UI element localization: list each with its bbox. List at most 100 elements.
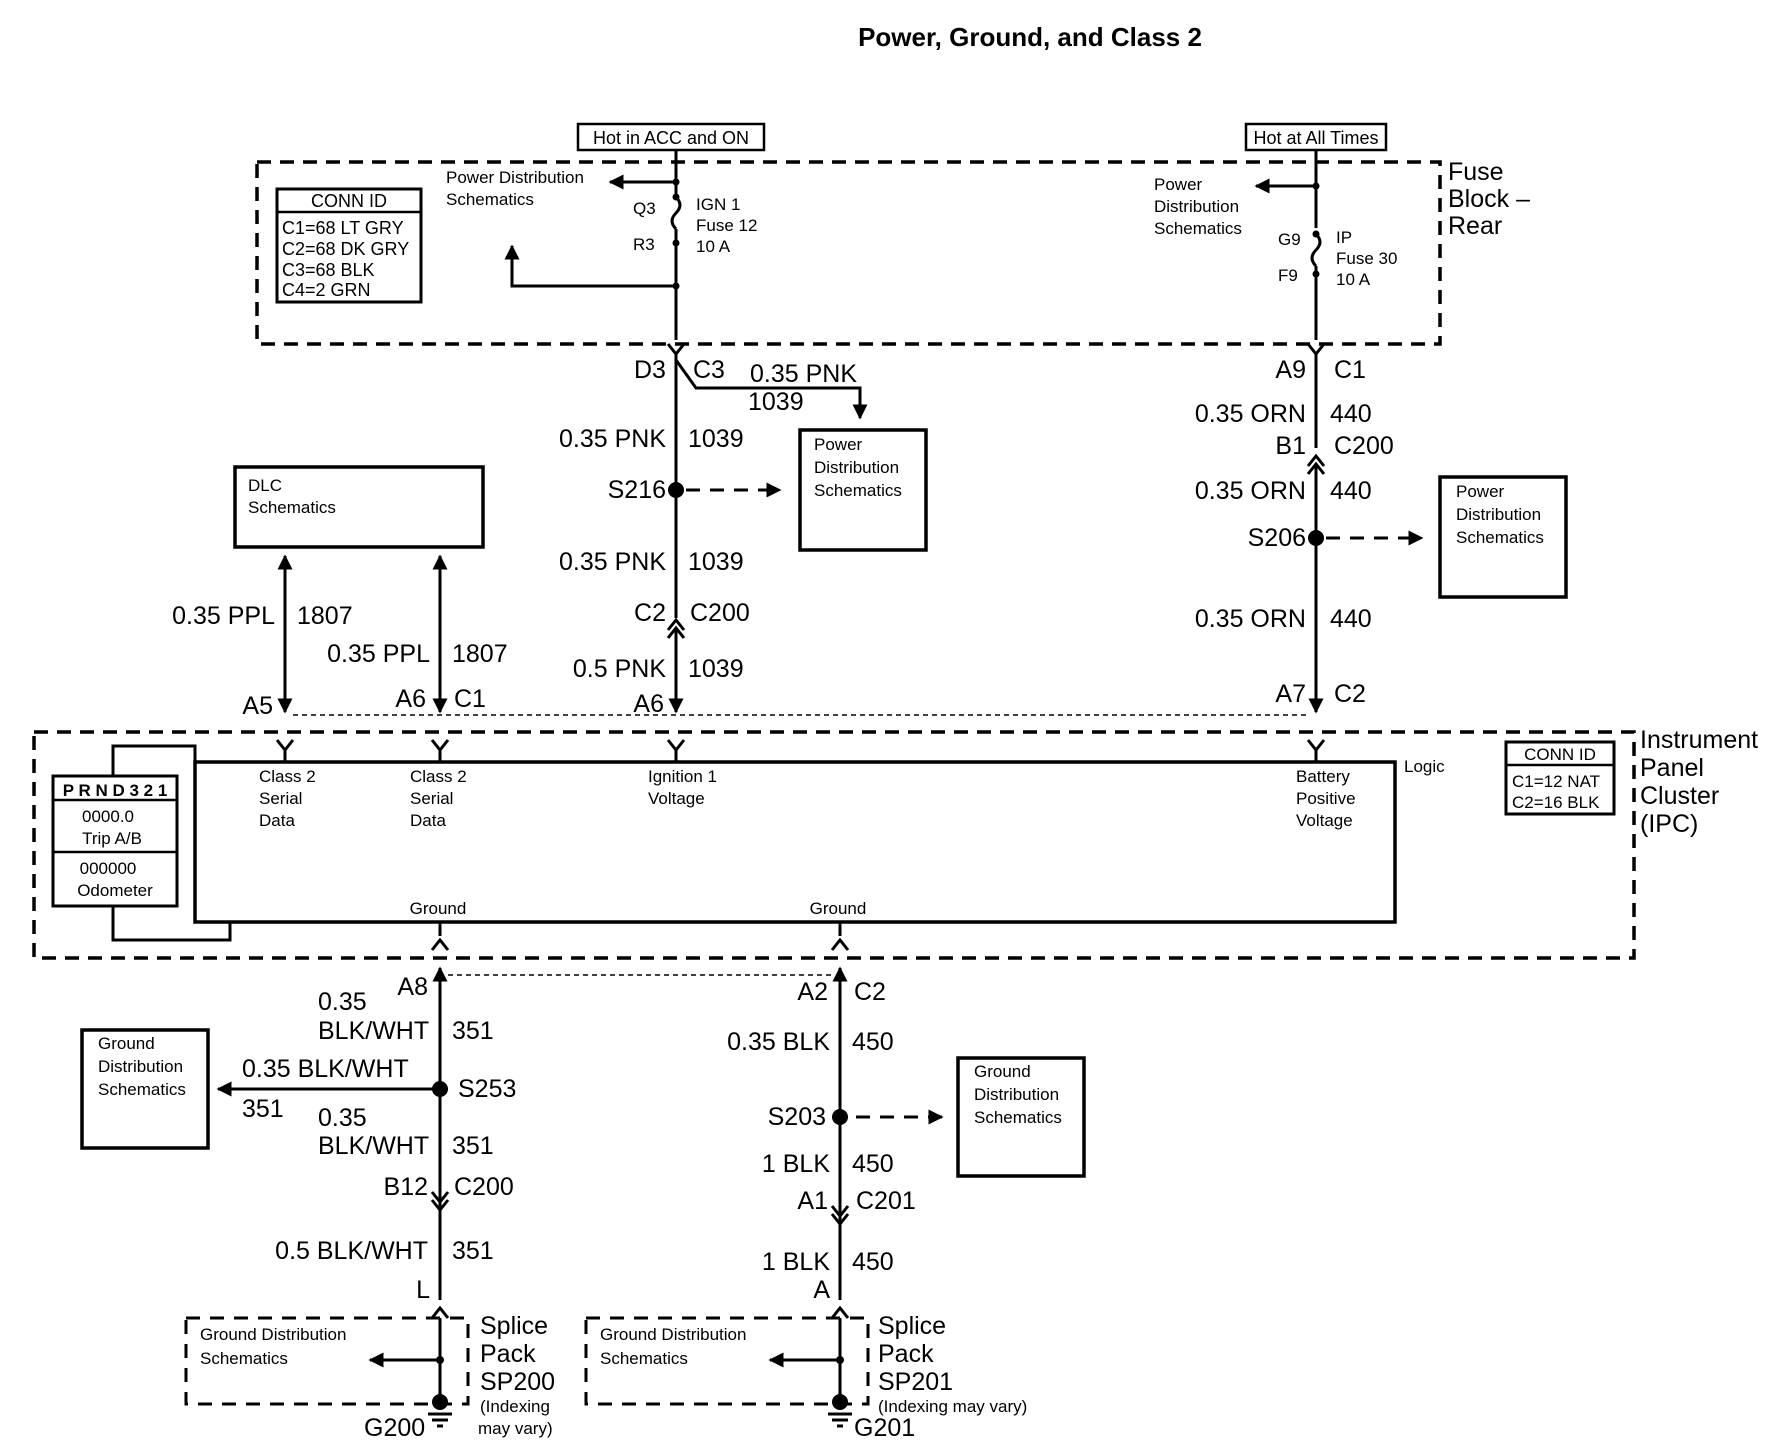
- svg-text:Panel: Panel: [1640, 754, 1704, 782]
- svg-text:(Indexing may vary): (Indexing may vary): [878, 1397, 1027, 1416]
- svg-text:IP: IP: [1336, 228, 1352, 247]
- svg-text:A1: A1: [797, 1187, 828, 1215]
- svg-text:Ground: Ground: [974, 1062, 1031, 1081]
- conn-id-ipc: CONN ID C1=12 NAT C2=16 BLK: [1504, 740, 1616, 816]
- svg-text:450: 450: [852, 1150, 894, 1178]
- svg-text:C200: C200: [1334, 432, 1394, 460]
- svg-text:450: 450: [852, 1028, 894, 1056]
- svg-text:S216: S216: [608, 476, 666, 504]
- svg-text:Schematics: Schematics: [1456, 528, 1544, 547]
- svg-text:L: L: [416, 1276, 430, 1304]
- svg-text:0.5 PNK: 0.5 PNK: [573, 655, 666, 683]
- svg-text:A9: A9: [1275, 356, 1306, 384]
- svg-text:Fuse 30: Fuse 30: [1336, 249, 1397, 268]
- svg-text:0.35 ORN: 0.35 ORN: [1195, 477, 1306, 505]
- svg-text:440: 440: [1330, 400, 1372, 428]
- svg-text:Trip A/B: Trip A/B: [82, 829, 142, 848]
- power-dist-box-1: Power Distribution Schematics: [798, 428, 928, 552]
- svg-text:Ground Distribution: Ground Distribution: [600, 1325, 746, 1344]
- svg-text:Hot in ACC and ON: Hot in ACC and ON: [593, 128, 749, 148]
- svg-text:C2=68 DK GRY: C2=68 DK GRY: [282, 239, 409, 259]
- svg-text:Splice: Splice: [480, 1312, 548, 1340]
- ipc-input-connectors: [275, 739, 1326, 762]
- svg-text:B12: B12: [384, 1173, 428, 1201]
- svg-text:BLK/WHT: BLK/WHT: [318, 1017, 429, 1045]
- svg-text:Schematics: Schematics: [446, 190, 534, 209]
- svg-text:D3: D3: [634, 356, 666, 384]
- svg-text:C1: C1: [1334, 356, 1366, 384]
- svg-text:C2=16 BLK: C2=16 BLK: [1512, 793, 1600, 812]
- svg-text:Class 2: Class 2: [259, 767, 316, 786]
- page-title: Power, Ground, and Class 2: [858, 22, 1202, 52]
- svg-text:Schematics: Schematics: [248, 498, 336, 517]
- ign1-fuse-circuit: Q3 R3 IGN 1 Fuse 12 10 A: [504, 160, 757, 340]
- svg-text:A5: A5: [242, 692, 273, 720]
- svg-text:Splice: Splice: [878, 1312, 946, 1340]
- svg-text:C1=12 NAT: C1=12 NAT: [1512, 772, 1600, 791]
- fuse-block-outline: [255, 160, 1442, 346]
- ipc-ignition-input: Ignition 1 Voltage: [648, 767, 717, 808]
- svg-text:Data: Data: [259, 811, 295, 830]
- svg-text:G200: G200: [364, 1414, 425, 1442]
- svg-text:A8: A8: [397, 973, 428, 1001]
- svg-text:0.35 PPL: 0.35 PPL: [327, 640, 430, 668]
- svg-text:R3: R3: [633, 235, 655, 254]
- svg-text:Ground: Ground: [98, 1034, 155, 1053]
- svg-text:Odometer: Odometer: [77, 881, 153, 900]
- svg-text:0.35 PPL: 0.35 PPL: [172, 602, 275, 630]
- svg-text:A6: A6: [633, 690, 664, 718]
- svg-text:440: 440: [1330, 605, 1372, 633]
- power-dist-top-left: Power Distribution Schematics: [446, 168, 584, 209]
- svg-text:0000.0: 0000.0: [82, 807, 134, 826]
- svg-text:Voltage: Voltage: [648, 789, 705, 808]
- ipc-battery-input: Battery Positive Voltage: [1296, 767, 1356, 830]
- svg-text:G201: G201: [854, 1414, 915, 1442]
- svg-text:351: 351: [452, 1237, 494, 1265]
- svg-text:SP200: SP200: [480, 1368, 555, 1396]
- svg-text:Cluster: Cluster: [1640, 782, 1719, 810]
- svg-text:Distribution: Distribution: [814, 458, 899, 477]
- svg-text:Class 2: Class 2: [410, 767, 467, 786]
- svg-text:351: 351: [452, 1017, 494, 1045]
- svg-text:351: 351: [242, 1095, 284, 1123]
- svg-text:A7: A7: [1275, 680, 1306, 708]
- svg-text:Battery: Battery: [1296, 767, 1350, 786]
- svg-text:Serial: Serial: [410, 789, 453, 808]
- svg-text:10 A: 10 A: [696, 237, 731, 256]
- svg-text:F9: F9: [1278, 266, 1298, 285]
- svg-text:000000: 000000: [80, 859, 137, 878]
- svg-text:Schematics: Schematics: [814, 481, 902, 500]
- svg-text:CONN ID: CONN ID: [311, 191, 387, 211]
- svg-text:C2: C2: [634, 599, 666, 627]
- ipc-ground-label-2: Ground: [810, 899, 867, 918]
- svg-text:S203: S203: [768, 1103, 826, 1131]
- svg-text:1039: 1039: [688, 425, 744, 453]
- svg-text:Fuse 12: Fuse 12: [696, 216, 757, 235]
- svg-text:1807: 1807: [297, 602, 353, 630]
- ipc-ground-label-1: Ground: [410, 899, 467, 918]
- svg-text:0.35 PNK: 0.35 PNK: [750, 360, 857, 388]
- wire-1807-b: 0.35 PPL 1807 A6 C1: [327, 554, 508, 714]
- svg-text:Schematics: Schematics: [1154, 219, 1242, 238]
- svg-text:CONN ID: CONN ID: [1524, 745, 1596, 764]
- svg-text:A6: A6: [395, 685, 426, 713]
- svg-text:1039: 1039: [688, 655, 744, 683]
- conn-id-fuse-block: CONN ID C1=68 LT GRY C2=68 DK GRY C3=68 …: [275, 187, 423, 304]
- svg-text:C4=2 GRN: C4=2 GRN: [282, 280, 371, 300]
- svg-text:440: 440: [1330, 477, 1372, 505]
- fuse-block-label: Fuse Block – Rear: [1448, 158, 1530, 240]
- svg-text:may vary): may vary): [478, 1419, 553, 1438]
- wire-1807-a: 0.35 PPL 1807 A5: [172, 554, 353, 720]
- svg-text:0.35 PNK: 0.35 PNK: [559, 548, 666, 576]
- ground-dist-box-1: Ground Distribution Schematics: [80, 1028, 210, 1150]
- svg-text:C3=68 BLK: C3=68 BLK: [282, 260, 375, 280]
- splice-pack-sp200: Ground Distribution Schematics Splice Pa…: [184, 1305, 555, 1442]
- logic-label: Logic: [1404, 757, 1445, 776]
- svg-text:C200: C200: [690, 599, 750, 627]
- svg-text:Schematics: Schematics: [98, 1080, 186, 1099]
- svg-text:C200: C200: [454, 1173, 514, 1201]
- svg-text:Distribution: Distribution: [1456, 505, 1541, 524]
- svg-text:C2: C2: [854, 978, 886, 1006]
- svg-text:0.35 BLK: 0.35 BLK: [727, 1028, 830, 1056]
